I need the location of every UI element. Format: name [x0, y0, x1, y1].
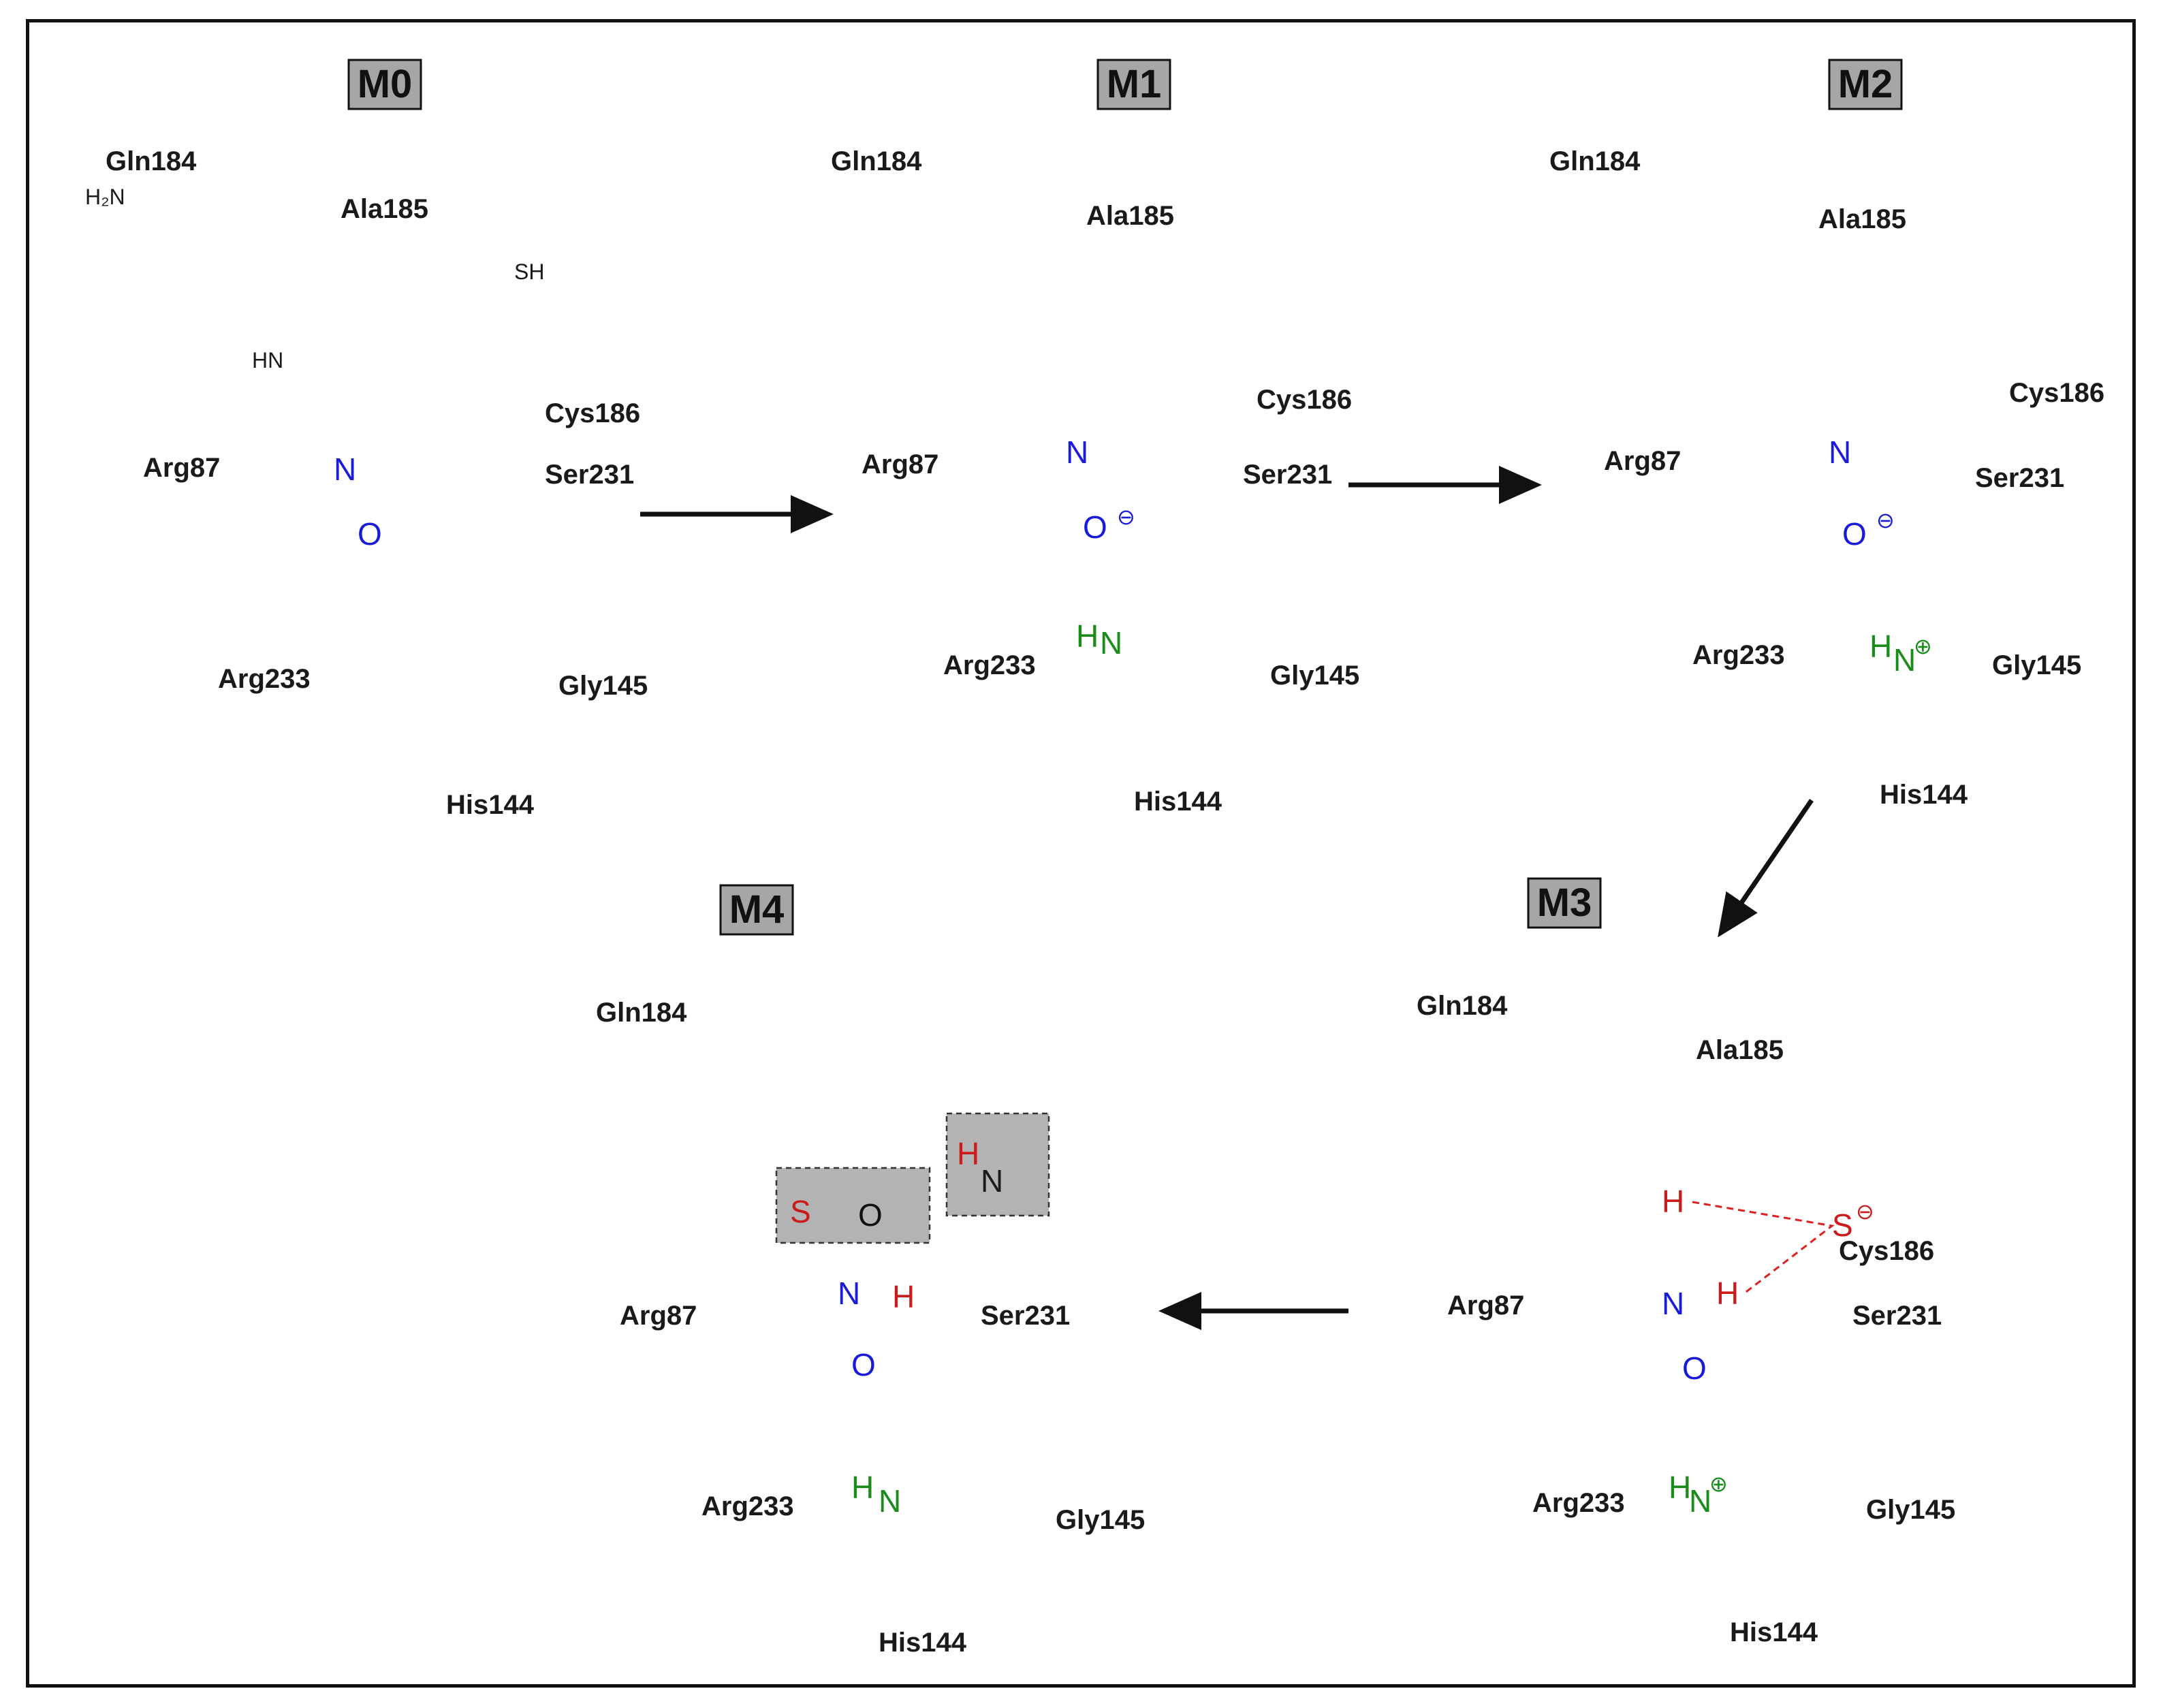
label-arg233: Arg233: [218, 664, 311, 694]
label-his144: His144: [1134, 787, 1222, 817]
label-arg87: Arg87: [1604, 446, 1681, 476]
substrate-nitrogen: N: [1829, 434, 1851, 470]
panel-M4: S O H N H Gln184 Arg87 Ser231 Arg233 Gly…: [557, 945, 1145, 1658]
panel-M2-title: M2: [1828, 59, 1903, 110]
label-arg233: Arg233: [943, 650, 1036, 680]
panel-M0-title: M0: [347, 59, 422, 110]
amine-nitrogen: N: [981, 1163, 1003, 1199]
label-ser231: Ser231: [545, 460, 634, 490]
charge-plus: ⊕: [1709, 1472, 1728, 1496]
label-his144: His144: [1730, 1617, 1818, 1647]
label-ala185: Ala185: [1696, 1035, 1784, 1065]
label-arg87: Arg87: [620, 1301, 697, 1331]
his-proton: H: [1669, 1470, 1691, 1505]
svg-text:M2: M2: [1838, 62, 1893, 106]
nitrogen-proton: H: [1716, 1276, 1739, 1311]
label-ser231: Ser231: [981, 1301, 1070, 1331]
figure-frame: [26, 19, 2136, 1688]
label-gly145: Gly145: [1866, 1495, 1955, 1525]
water-proton: H: [851, 1470, 874, 1505]
panel-M1-title: M1: [1096, 59, 1171, 110]
label-ser231: Ser231: [1975, 463, 2064, 493]
his-nitrogen: N: [1689, 1483, 1711, 1519]
label-arg233: Arg233: [1532, 1488, 1625, 1518]
label-gly145: Gly145: [1992, 650, 2081, 680]
substrate-oxygen: O: [1682, 1350, 1707, 1386]
label-gly145: Gly145: [1056, 1505, 1145, 1535]
label-his144: His144: [1880, 780, 1968, 810]
thioester-oxygen: O: [858, 1197, 883, 1233]
substrate-oxyanion: O: [1842, 516, 1867, 552]
label-gln184: Gln184: [1417, 991, 1508, 1021]
cys-thiolate: S: [1832, 1207, 1853, 1243]
charge-minus: ⊖: [1876, 508, 1895, 533]
his-nitrogen: N: [879, 1483, 901, 1519]
amide-h2n: H₂N: [85, 185, 125, 209]
label-arg233: Arg233: [1692, 640, 1785, 670]
label-gln184: Gln184: [106, 146, 197, 176]
backbone-proton: H: [1662, 1184, 1684, 1219]
label-gly145: Gly145: [558, 671, 648, 701]
panel-M4-title: M4: [719, 884, 794, 936]
label-cys186: Cys186: [1257, 385, 1352, 415]
panel-M0: Gln184 Ala185 Cys186 Arg87 Ser231 Arg233…: [67, 101, 648, 820]
label-gln184: Gln184: [831, 146, 922, 176]
red-hbond-network: [1692, 1201, 1835, 1295]
label-ala185: Ala185: [1086, 201, 1174, 231]
charge-plus: ⊕: [1914, 634, 1932, 659]
label-his144: His144: [879, 1628, 967, 1658]
his-proton: H: [1869, 629, 1892, 664]
label-ala185: Ala185: [1818, 204, 1906, 234]
panel-M3-title: M3: [1527, 877, 1602, 929]
label-cys186: Cys186: [1839, 1236, 1934, 1266]
label-arg87: Arg87: [862, 449, 938, 479]
label-gln184: Gln184: [596, 998, 687, 1028]
substrate-oxygen: O: [358, 516, 382, 552]
amine-proton: H: [957, 1136, 979, 1171]
thioester-sulfur: S: [790, 1194, 811, 1229]
label-ser231: Ser231: [1243, 460, 1332, 490]
backbone-hn: HN: [252, 348, 283, 373]
label-cys186: Cys186: [2009, 378, 2104, 408]
label-arg87: Arg87: [143, 453, 220, 483]
arrow-M2-M3: [1718, 799, 1814, 938]
his-nitrogen: N: [1100, 625, 1122, 661]
label-arg87: Arg87: [1447, 1291, 1524, 1320]
svg-text:M3: M3: [1537, 881, 1592, 925]
label-his144: His144: [446, 790, 535, 820]
panel-M1: Gln184 Ala185 Cys186 Arg87 Ser231 Arg233…: [772, 101, 1359, 817]
svg-text:M4: M4: [729, 887, 785, 932]
label-gln184: Gln184: [1549, 146, 1641, 176]
nitrogen-proton: H: [892, 1279, 915, 1314]
svg-text:M1: M1: [1107, 62, 1162, 106]
charge-minus: ⊖: [1856, 1199, 1874, 1224]
substrate-nitrogen: N: [838, 1276, 860, 1311]
label-arg233: Arg233: [701, 1491, 794, 1521]
his-nitrogen: N: [1893, 642, 1916, 678]
cys-sh: SH: [514, 259, 544, 284]
substrate-oxyanion: O: [1083, 509, 1107, 545]
charge-minus: ⊖: [1117, 505, 1135, 529]
panel-M2: Gln184 Ala185 Cys186 Arg87 Ser231 Arg233…: [1494, 101, 2104, 810]
substrate-oxygen: O: [851, 1347, 876, 1382]
amine-product-highlight: [945, 1112, 1050, 1217]
panel-M3: Gln184 Ala185 Cys186 Arg87 Ser231 Arg233…: [1361, 932, 1955, 1647]
svg-text:M0: M0: [358, 62, 413, 106]
his-proton: H: [1076, 618, 1099, 654]
label-gly145: Gly145: [1270, 661, 1359, 691]
label-cys186: Cys186: [545, 398, 640, 428]
substrate-nitrogen: N: [1066, 434, 1088, 470]
thioester-highlight: [775, 1167, 931, 1244]
label-ala185: Ala185: [341, 194, 428, 224]
substrate-nitrogen: N: [334, 452, 356, 487]
label-ser231: Ser231: [1852, 1301, 1942, 1331]
substrate-nitrogen: N: [1662, 1286, 1684, 1321]
